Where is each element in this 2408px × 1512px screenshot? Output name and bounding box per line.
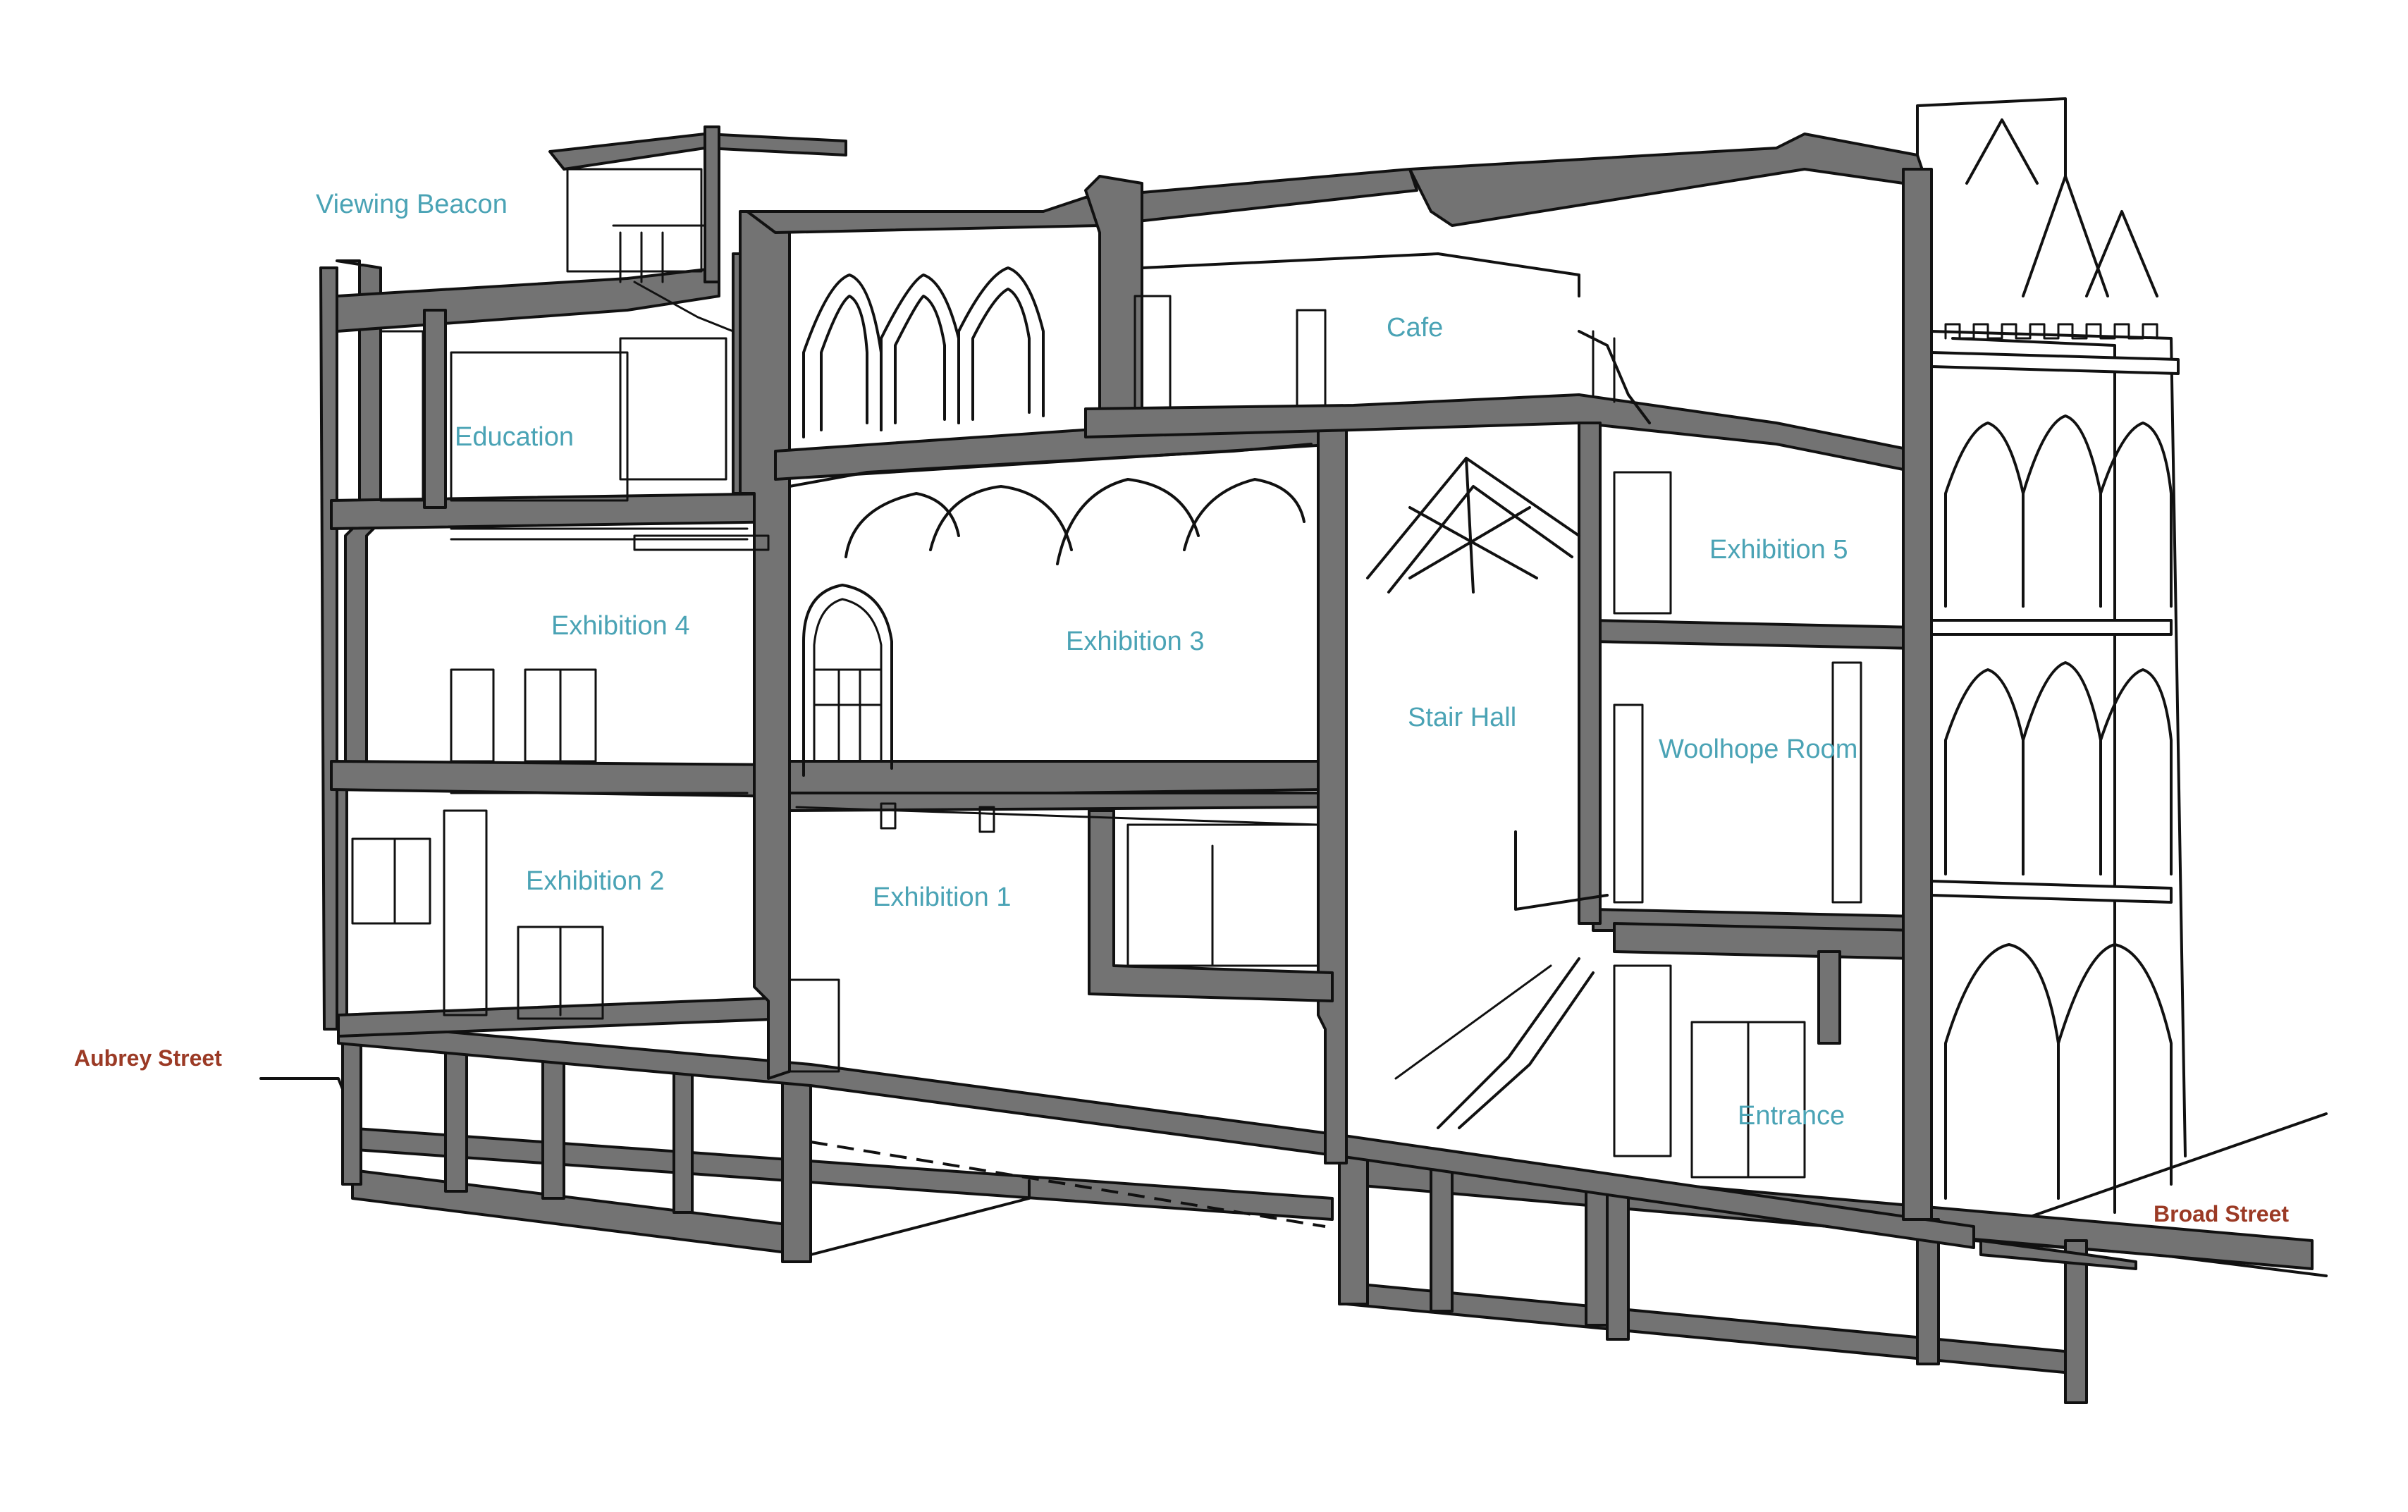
- left-wing-details: [351, 168, 770, 1020]
- label-viewing-beacon: Viewing Beacon: [316, 190, 508, 219]
- label-exhibition-1: Exhibition 1: [873, 883, 1011, 912]
- left-wing: [319, 125, 847, 1080]
- label-exhibition-4: Exhibition 4: [551, 611, 689, 641]
- label-cafe: Cafe: [1387, 313, 1443, 343]
- label-stair-hall: Stair Hall: [1408, 703, 1516, 732]
- label-education: Education: [455, 422, 574, 452]
- central-block: [746, 168, 1418, 1164]
- right-block: [1084, 133, 1933, 1221]
- ground-floor-slab: [337, 1021, 1975, 1249]
- label-exhibition-2: Exhibition 2: [526, 866, 664, 896]
- street-labels: Aubrey Street Broad Street: [74, 1045, 2289, 1227]
- right-block-details: [1366, 330, 1862, 1179]
- gothic-facade: [1916, 97, 2187, 1214]
- basement-left: [341, 1035, 1334, 1263]
- basement-right: [1338, 1155, 2314, 1404]
- label-woolhope-room: Woolhope Room: [1659, 735, 1857, 764]
- central-details: [788, 252, 1580, 1073]
- label-aubrey-street: Aubrey Street: [74, 1045, 222, 1071]
- label-entrance: Entrance: [1738, 1101, 1845, 1131]
- label-exhibition-3: Exhibition 3: [1066, 627, 1204, 656]
- label-exhibition-5: Exhibition 5: [1709, 535, 1848, 565]
- room-labels: Viewing Beacon Education Cafe Exhibition…: [316, 190, 1857, 1131]
- label-broad-street: Broad Street: [2154, 1201, 2289, 1227]
